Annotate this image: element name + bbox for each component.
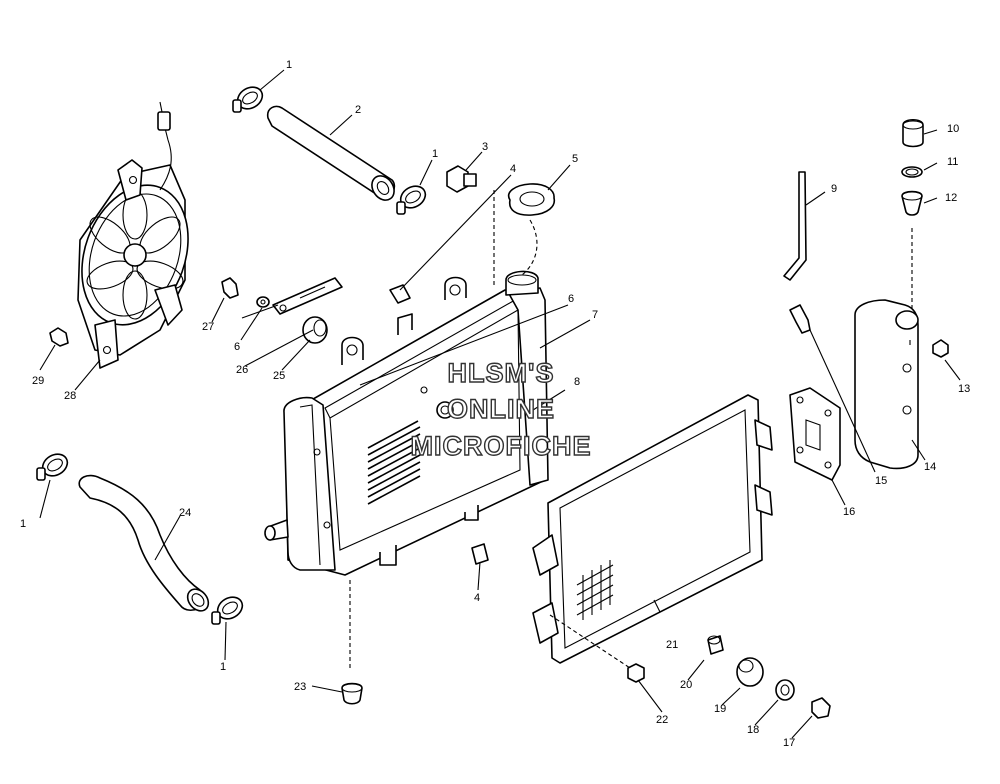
callout-14: 14	[924, 461, 936, 473]
callout-9: 9	[831, 183, 837, 195]
hose-clamp-top	[232, 86, 264, 113]
fan-mount-bolt	[221, 277, 239, 299]
callout-19: 19	[714, 703, 726, 715]
callout-6: 6	[568, 293, 574, 305]
hose-clamp-mid	[396, 185, 427, 215]
mounting-clip-upper	[389, 284, 411, 304]
upper-radiator-hose	[266, 105, 396, 201]
callout-25: 25	[273, 370, 285, 382]
callout-7: 7	[592, 309, 598, 321]
mounting-strap	[272, 277, 343, 315]
radiator	[264, 270, 549, 576]
callout-22: 22	[656, 714, 668, 726]
callout-4: 4	[510, 163, 516, 175]
bottle-mounting-bolt	[932, 339, 949, 358]
callout-11: 11	[947, 156, 958, 168]
callout-23: 23	[294, 681, 306, 693]
mounting-clip-lower	[471, 543, 489, 565]
radiator-cap	[508, 183, 556, 216]
callout-2: 2	[355, 104, 361, 116]
spacer	[707, 635, 724, 655]
radiator-core-fins	[367, 420, 421, 505]
callout-29: 29	[32, 375, 44, 387]
callout-3: 3	[482, 141, 488, 153]
cooling-fan-assembly	[77, 101, 189, 369]
callout-28: 28	[64, 390, 76, 402]
washer	[256, 296, 270, 308]
coolant-overflow-bottle	[854, 299, 919, 470]
hose-clamp-lower-right	[211, 596, 244, 625]
watermark-line-3: MICROFICHE	[411, 431, 592, 461]
callout-1: 1	[286, 59, 292, 71]
callout-1: 1	[432, 148, 438, 160]
temperature-sender-fitting	[446, 165, 477, 193]
callout-12: 12	[945, 192, 957, 204]
lower-radiator-hose	[78, 474, 210, 612]
radiator-shroud-screen	[532, 394, 773, 664]
callout-24: 24	[179, 507, 191, 519]
shroud-mount-bolt	[811, 697, 831, 719]
shroud-grid	[576, 560, 614, 620]
callout-1: 1	[20, 518, 26, 530]
shroud-washer	[775, 679, 795, 701]
drain-plug	[341, 682, 363, 705]
callout-20: 20	[680, 679, 692, 691]
overflow-neck	[901, 190, 923, 216]
overflow-cap	[902, 118, 924, 148]
watermark-line-1: HLSM'S	[448, 358, 555, 388]
rubber-grommet	[302, 316, 328, 344]
callout-labels: 1 2 1 3 4 5 6 7 8 9 10 11 12 13 14 15 16…	[20, 59, 970, 749]
callout-18: 18	[747, 724, 759, 736]
watermark: HLSM'S ONLINE MICROFICHE	[410, 357, 592, 461]
shroud-grommet	[736, 657, 764, 687]
callout-10: 10	[947, 123, 959, 135]
gasket-plate	[789, 387, 841, 481]
fan-bracket-bolt	[49, 327, 69, 347]
watermark-line-2: ONLINE	[447, 394, 555, 424]
callout-15: 15	[875, 475, 887, 487]
callout-26: 26	[236, 364, 248, 376]
callout-17: 17	[783, 737, 795, 749]
hose-clamp-lower-left	[36, 453, 69, 481]
overflow-seal-ring	[901, 166, 923, 178]
callout-21: 21	[666, 639, 678, 651]
callout-6: 6	[234, 341, 240, 353]
callout-13: 13	[958, 383, 970, 395]
callout-16: 16	[843, 506, 855, 518]
overflow-tube	[783, 171, 807, 281]
callout-5: 5	[572, 153, 578, 165]
shroud-bolt	[627, 663, 645, 683]
overflow-hose-fitting	[789, 304, 811, 334]
callout-4: 4	[474, 592, 480, 604]
callout-8: 8	[574, 376, 580, 388]
callout-1: 1	[220, 661, 226, 673]
callout-27: 27	[202, 321, 214, 333]
leader-lines	[39, 69, 961, 739]
